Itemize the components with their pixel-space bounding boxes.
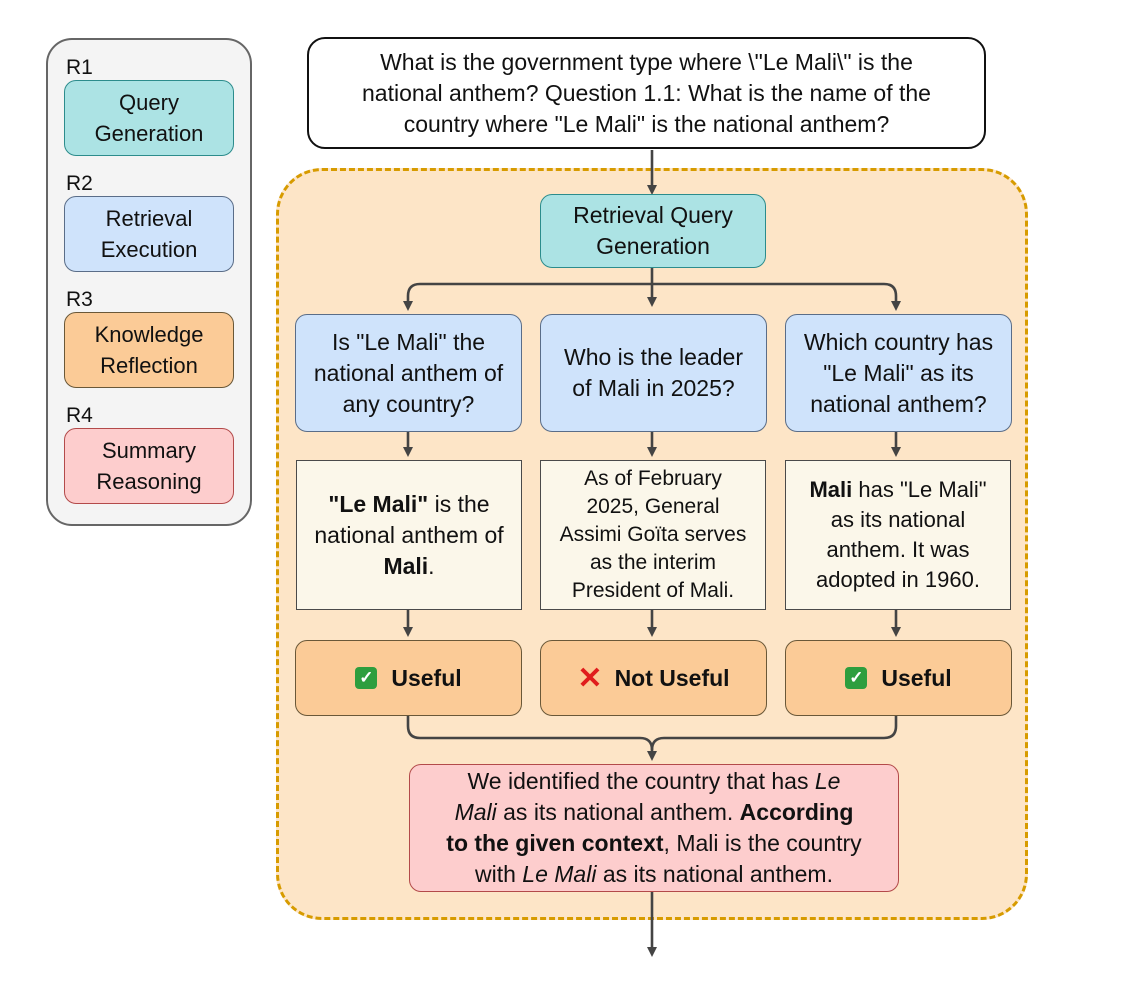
- query-line: of Mali in 2025?: [572, 375, 735, 401]
- summary-text: as its national anthem.: [596, 861, 833, 887]
- summary-italic: Le: [814, 768, 841, 794]
- result-line: Assimi Goïta serves: [559, 523, 747, 546]
- generation-line: Retrieval Query: [573, 202, 733, 228]
- result-text: .: [428, 552, 435, 579]
- result-line: "Le Mali" is the: [314, 489, 503, 520]
- query-line: any country?: [342, 390, 475, 417]
- legend-tag-r4: R4: [66, 404, 93, 427]
- summary-bold: to the given context: [446, 830, 664, 856]
- query-box-1: Is "Le Mali" the national anthem of any …: [295, 314, 522, 432]
- summary-text: We identified the country that has: [467, 768, 815, 794]
- summary-line: Mali as its national anthem. According: [446, 797, 861, 828]
- summary-text: as its national anthem.: [496, 799, 740, 825]
- summary-text: , Mali is the country: [663, 830, 862, 856]
- summary-line: We identified the country that has Le: [446, 766, 861, 797]
- summary-text: with: [475, 861, 523, 887]
- legend-label-line: Reflection: [100, 353, 198, 378]
- legend-label-line: Query: [119, 90, 179, 115]
- query-line: national anthem of: [313, 359, 504, 386]
- result-line: 2025, General: [586, 495, 720, 518]
- arrow-status1-summary: [406, 716, 657, 761]
- status-label: Useful: [391, 664, 462, 691]
- legend-label-line: Retrieval: [105, 206, 193, 231]
- legend-tag-r2: R2: [66, 172, 93, 195]
- query-line: Which country has: [803, 328, 994, 355]
- result-line: Mali.: [314, 551, 503, 582]
- legend-label-line: Reasoning: [96, 469, 202, 494]
- summary-italic: Mali: [454, 799, 497, 825]
- result-line: anthem. It was: [826, 537, 970, 562]
- legend-label-line: Execution: [100, 237, 198, 262]
- summary-line: with Le Mali as its national anthem.: [446, 859, 861, 890]
- status-label: Not Useful: [614, 664, 730, 691]
- legend-label-line: Generation: [94, 121, 204, 146]
- arrow-to-query-1: [403, 282, 652, 311]
- status-box-1: ✓ Useful: [295, 640, 522, 716]
- summary-box: We identified the country that has Le Ma…: [409, 764, 899, 892]
- result-line: adopted in 1960.: [816, 567, 980, 592]
- status-box-3: ✓ Useful: [785, 640, 1012, 716]
- result-box-2: As of February 2025, General Assimi Goït…: [540, 460, 766, 610]
- result-line: national anthem of: [314, 521, 504, 548]
- query-line: Who is the leader: [564, 344, 743, 370]
- query-box-2: Who is the leader of Mali in 2025?: [540, 314, 767, 432]
- query-line: Is "Le Mali" the: [331, 328, 486, 355]
- status-label: Useful: [881, 664, 952, 691]
- summary-bold: According: [739, 799, 854, 825]
- query-line: national anthem?: [810, 390, 987, 417]
- arrow-status3-summary: [650, 716, 898, 751]
- cross-icon: ✕: [577, 661, 603, 695]
- question-line: national anthem? Question 1.1: What is t…: [362, 79, 931, 106]
- query-line: "Le Mali" as its: [823, 359, 974, 386]
- retrieval-query-generation-box: Retrieval Query Generation: [540, 194, 766, 268]
- question-line: What is the government type where \"Le M…: [380, 48, 913, 75]
- summary-italic: Le Mali: [522, 861, 597, 887]
- legend-label-line: Summary: [101, 438, 197, 463]
- legend-label-line: Knowledge: [94, 322, 204, 347]
- question-box: What is the government type where \"Le M…: [307, 37, 986, 149]
- check-icon: ✓: [845, 667, 868, 689]
- result-bold: "Le Mali": [328, 490, 429, 517]
- result-bold: Mali: [809, 477, 853, 502]
- check-icon: ✓: [355, 667, 378, 689]
- result-box-1: "Le Mali" is the national anthem of Mali…: [296, 460, 522, 610]
- result-line: Mali has "Le Mali": [809, 475, 986, 505]
- result-line: President of Mali.: [571, 579, 735, 602]
- result-text: is the: [428, 490, 490, 517]
- result-line: as the interim: [589, 551, 717, 574]
- status-box-2: ✕ Not Useful: [540, 640, 767, 716]
- generation-line: Generation: [596, 233, 710, 259]
- summary-line: to the given context, Mali is the countr…: [446, 828, 861, 859]
- result-box-3: Mali has "Le Mali" as its national anthe…: [785, 460, 1011, 610]
- query-box-3: Which country has "Le Mali" as its natio…: [785, 314, 1012, 432]
- question-line: country where "Le Mali" is the national …: [403, 110, 890, 137]
- result-bold: Mali: [383, 552, 429, 579]
- legend-tag-r1: R1: [66, 56, 93, 79]
- result-line: As of February: [584, 467, 722, 490]
- result-line: as its national: [830, 507, 966, 532]
- result-text: has "Le Mali": [852, 477, 987, 502]
- arrow-to-query-3: [652, 282, 901, 311]
- legend-tag-r3: R3: [66, 288, 93, 311]
